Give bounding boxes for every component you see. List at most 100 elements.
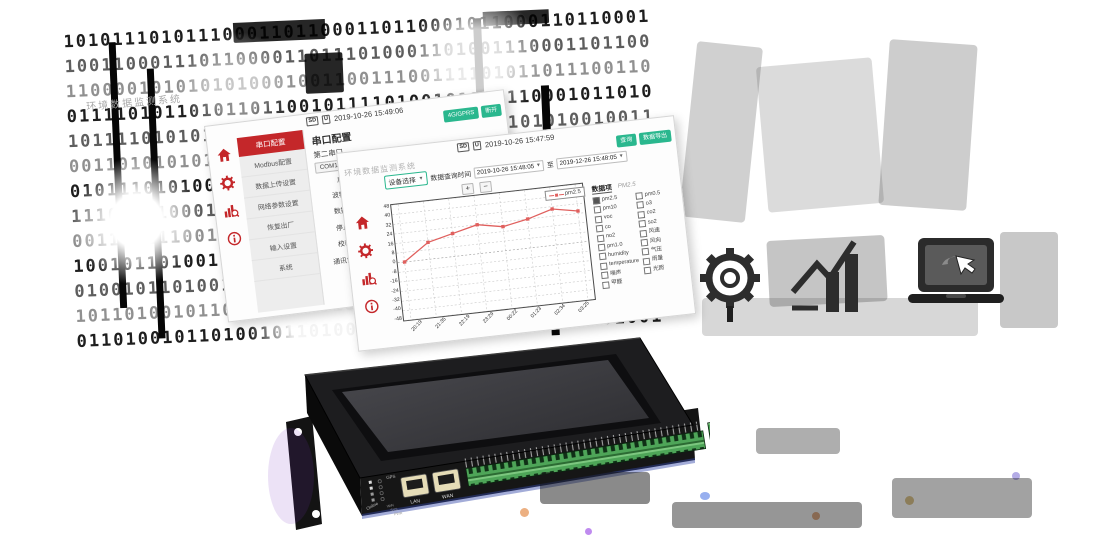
zoom-out-button[interactable]: −	[479, 180, 493, 194]
legend-item[interactable]: 气压	[641, 246, 667, 256]
chevron-down-icon: ▼	[618, 152, 625, 160]
legend-item[interactable]: o3	[636, 199, 662, 210]
artifact-shape	[672, 502, 862, 528]
noise-dot	[700, 492, 710, 500]
legend-item[interactable]: pm0.5	[635, 189, 661, 200]
checkbox-icon[interactable]	[596, 234, 605, 242]
pwr-led-label: PWR	[394, 511, 403, 516]
artifact-shape	[756, 428, 840, 454]
legend-item-label: 雨量	[651, 255, 664, 263]
info-icon[interactable]	[363, 298, 380, 315]
y-tick: 8	[391, 250, 395, 257]
checkbox-icon[interactable]	[641, 248, 650, 256]
checkbox-icon[interactable]	[635, 192, 644, 200]
sd-card-icon: SD	[306, 116, 319, 127]
y-tick: 16	[387, 240, 394, 248]
legend-item-label: so2	[647, 218, 658, 226]
legend-item-label: pm2.5	[601, 194, 618, 203]
checkbox-icon[interactable]	[602, 280, 610, 289]
gear-icon[interactable]	[356, 242, 374, 260]
home-icon[interactable]	[354, 215, 371, 232]
y-tick: 0	[392, 259, 396, 266]
artifact-shape	[878, 39, 978, 211]
legend-item[interactable]: so2	[638, 218, 664, 228]
checkbox-icon[interactable]	[599, 262, 608, 270]
checkbox-icon[interactable]	[638, 220, 647, 228]
chart-plot-area	[390, 182, 596, 322]
artifact-shape	[1000, 232, 1058, 328]
disconnect-button[interactable]: 断开	[480, 103, 502, 119]
checkbox-icon[interactable]	[637, 210, 646, 219]
legend-item[interactable]: co2	[637, 209, 663, 219]
legend-line-icon	[558, 193, 564, 195]
terminal-block-strip[interactable]	[465, 430, 707, 487]
artifact-shape	[702, 298, 978, 336]
legend-item-label: 风向	[649, 236, 662, 245]
history-curve-screen: SD U 2019-10-26 15:47:59 环境数据监测系统 查询 数据导…	[336, 115, 697, 352]
legend-item-label: co	[604, 223, 612, 231]
checkbox-icon[interactable]	[640, 238, 649, 247]
y-tick: -16	[389, 278, 398, 285]
noise-dot	[812, 512, 820, 520]
checkbox-icon[interactable]	[636, 201, 645, 210]
gear-feature-icon	[700, 248, 760, 322]
chart-search-icon[interactable]	[360, 270, 377, 287]
to-label: 至	[546, 161, 555, 170]
trend-chart-feature-icon	[790, 240, 858, 312]
checkbox-icon[interactable]	[595, 224, 604, 233]
chevron-down-icon: ▼	[418, 175, 424, 182]
touchscreen[interactable]	[342, 360, 649, 452]
legend-item[interactable]: 雨量	[642, 255, 668, 266]
checkbox-icon[interactable]	[598, 252, 607, 261]
zoom-in-button[interactable]: +	[461, 182, 475, 196]
gps-label: GPS	[386, 474, 396, 480]
noise-dot	[1012, 472, 1020, 480]
iot-gateway-device: Online GPS WiFi SYS PWR LAN WAN	[286, 337, 710, 530]
legend-item-label: 光照	[652, 264, 665, 273]
terminal-block-aux[interactable]	[707, 417, 710, 447]
legend-header-tab[interactable]: 数据项	[591, 181, 613, 195]
feature-icons	[700, 238, 1004, 322]
checkbox-icon[interactable]	[639, 229, 648, 238]
lan-label: LAN	[410, 498, 421, 506]
online-led-label: Online	[365, 501, 379, 511]
checkbox-icon[interactable]	[597, 243, 606, 252]
legend-item-label: pm0.5	[644, 189, 661, 198]
legend-item[interactable]: 风速	[639, 227, 665, 238]
legend-item[interactable]: 甲醛	[602, 277, 642, 289]
query-button[interactable]: 查询	[615, 133, 638, 148]
chart-search-icon[interactable]	[222, 203, 239, 220]
legend-item-label: 甲醛	[610, 279, 623, 287]
home-icon[interactable]	[215, 147, 232, 164]
legend-item-label: o3	[645, 200, 653, 207]
checkbox-icon[interactable]	[600, 271, 609, 280]
legend-series-label: pm2.5	[564, 188, 582, 197]
legend-item-label: no2	[605, 232, 616, 240]
noise-dot	[905, 496, 914, 505]
info-icon[interactable]	[226, 230, 243, 247]
ink-smudge	[482, 3, 550, 27]
wifi-led-label: WiFi	[386, 503, 394, 508]
y-tick: 24	[386, 231, 393, 239]
checkbox-icon[interactable]	[593, 206, 602, 214]
checkbox-icon[interactable]	[594, 215, 603, 224]
parameter-legend-panel: 数据项 PM2.5 pm2.5 pm10 voc co no2 pm1.0 hu…	[589, 172, 691, 314]
checkbox-icon[interactable]	[643, 266, 652, 275]
noise-dot	[585, 528, 592, 535]
checkbox-icon[interactable]	[592, 196, 601, 205]
legend-item[interactable]: 光照	[643, 264, 669, 275]
gear-icon[interactable]	[218, 174, 236, 192]
checkbox-icon[interactable]	[642, 257, 651, 266]
legend-item-label: pm1.0	[606, 241, 623, 250]
artifact-shape	[892, 478, 1032, 518]
legend-item-label: humidity	[607, 250, 630, 259]
legend-item-label: pm10	[602, 204, 618, 212]
legend-item[interactable]: 风向	[640, 236, 666, 247]
artifact-shape	[540, 472, 650, 504]
y-tick: 48	[383, 203, 390, 211]
legend-item-label: temperature	[608, 258, 640, 268]
y-tick: 32	[385, 222, 392, 229]
legend-item-label: 风速	[648, 227, 661, 235]
y-tick: -32	[391, 296, 401, 304]
